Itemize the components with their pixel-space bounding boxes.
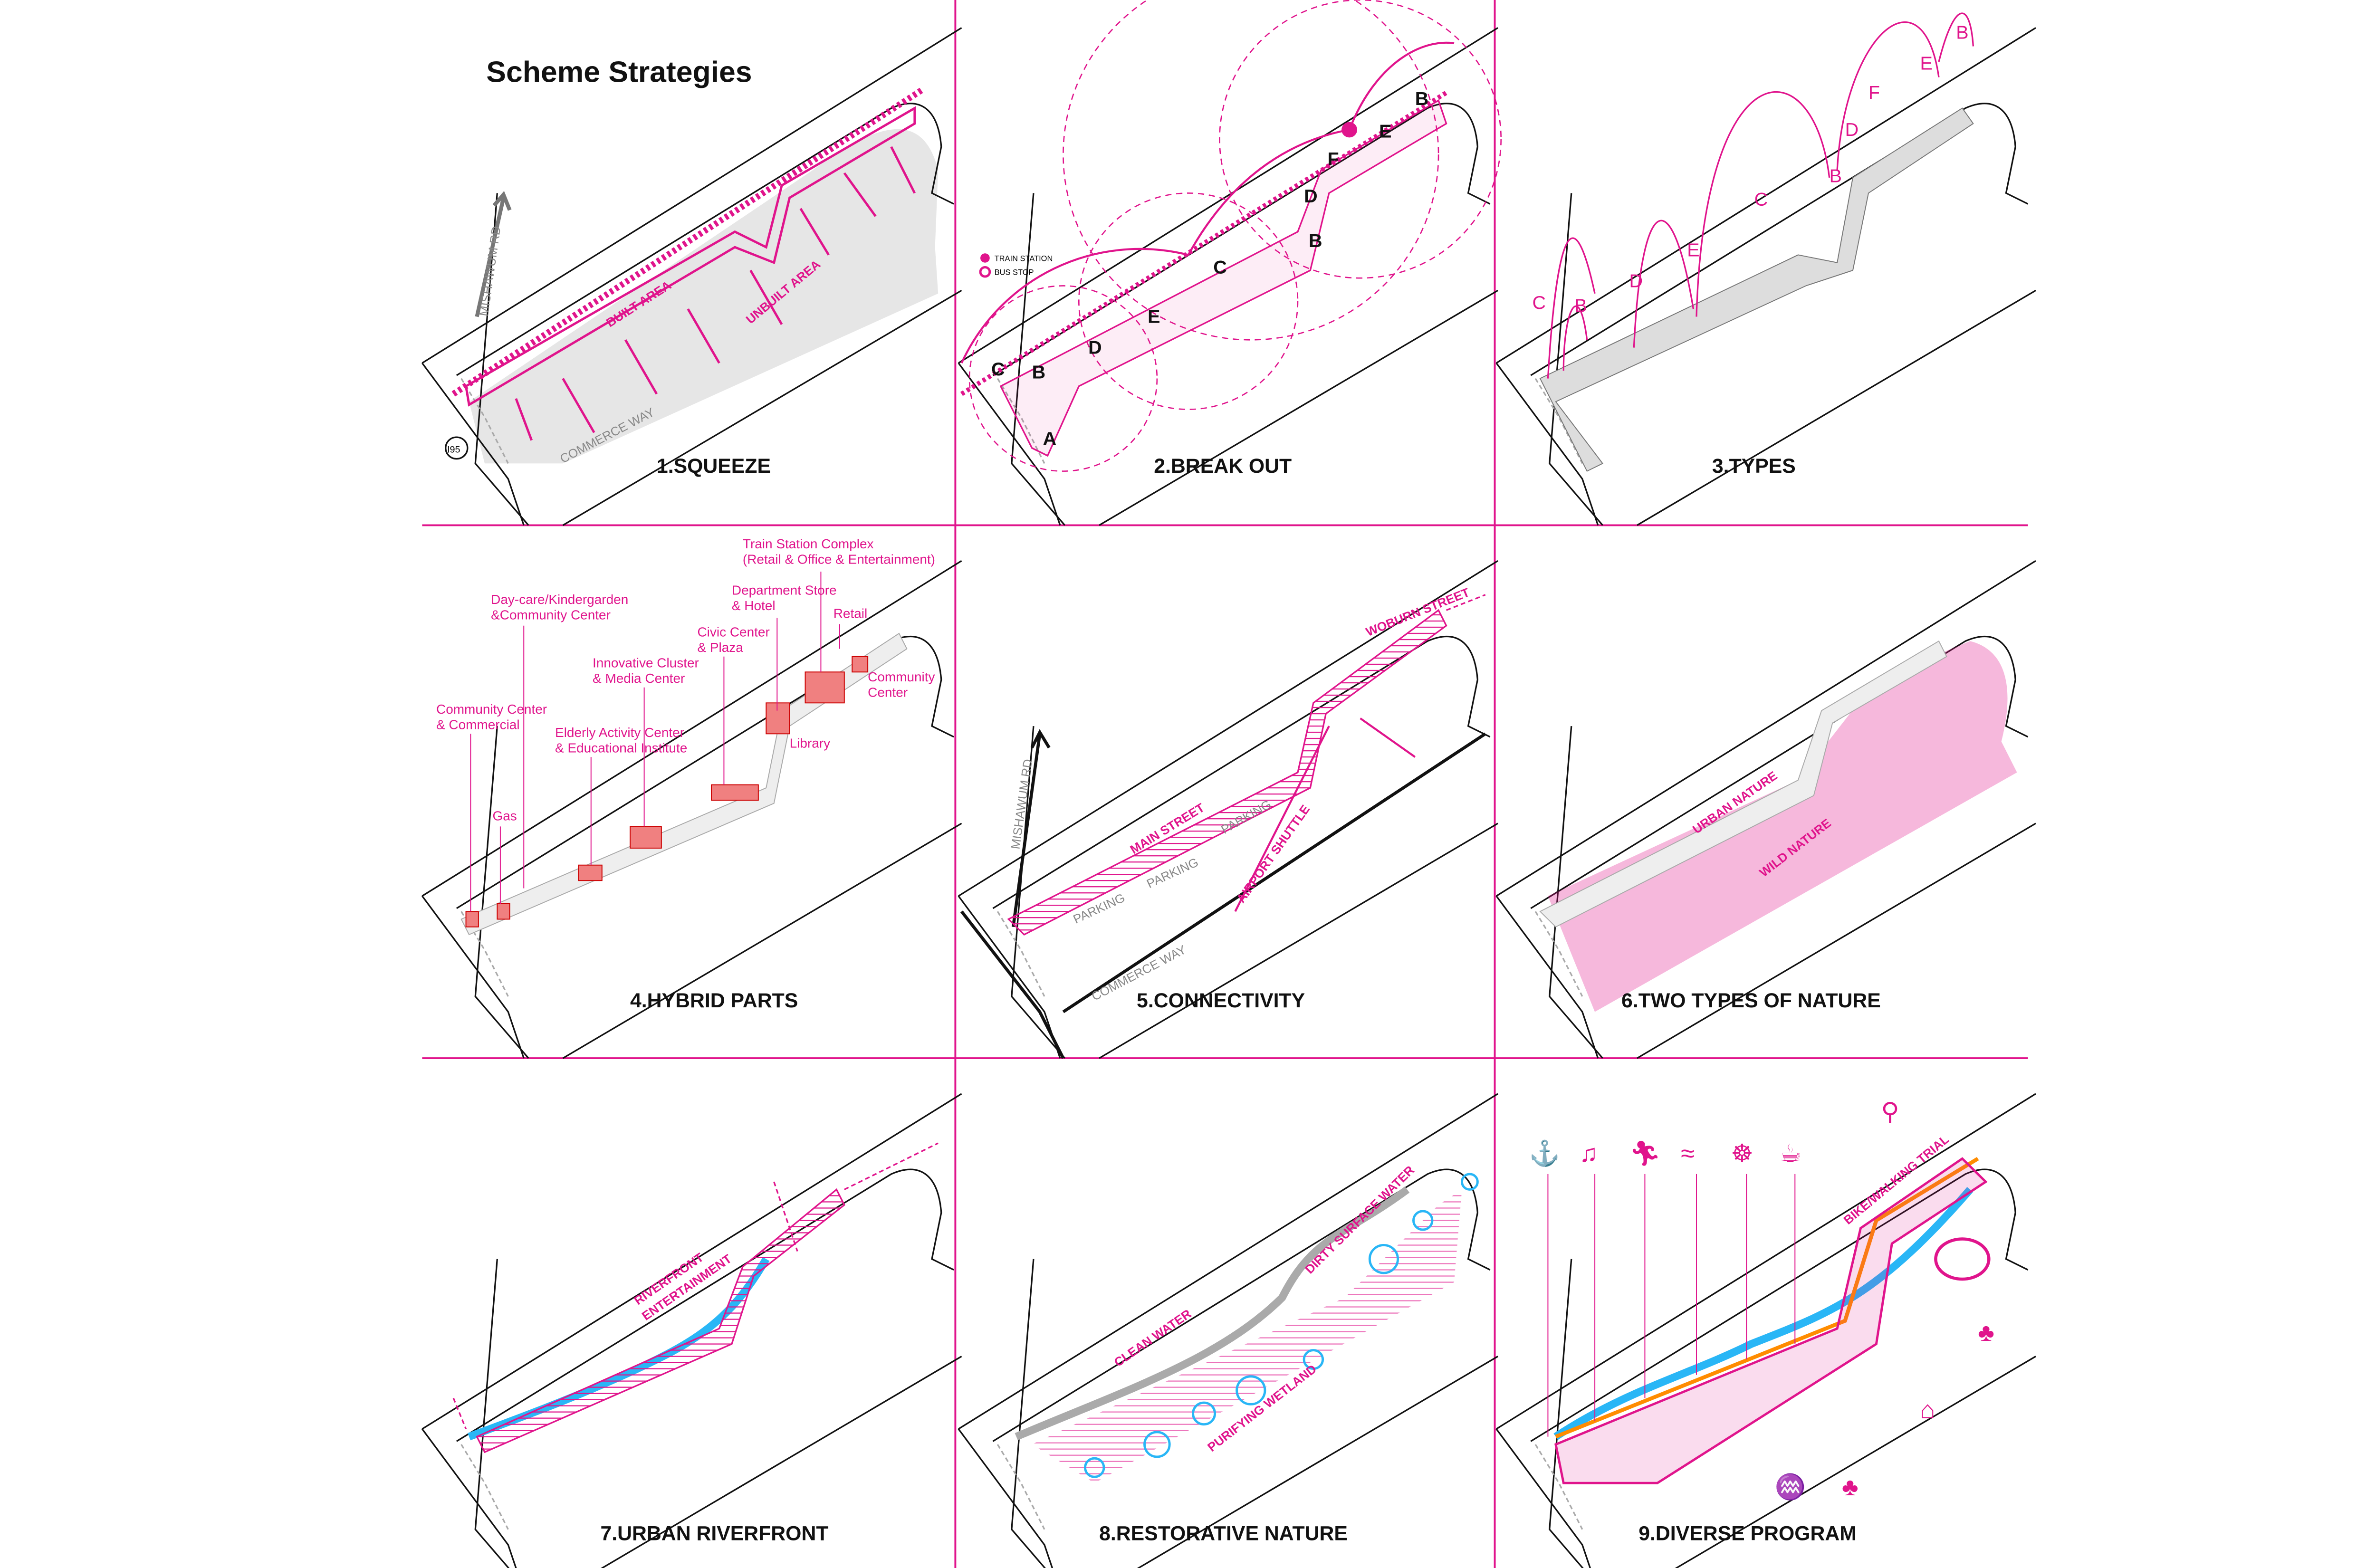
trees-icon: ♣ [1842, 1473, 1859, 1501]
program-label: Elderly Activity Center [555, 725, 684, 740]
program-label: Community Center [436, 702, 547, 717]
letter-label: C [991, 359, 1005, 380]
letter-label: C [1213, 257, 1227, 278]
letter-label: E [1379, 121, 1391, 142]
panel-hybrid-parts: Train Station Complex (Retail & Office &… [421, 536, 963, 1059]
type-letter: D [1845, 119, 1859, 140]
program-label: Community [868, 669, 935, 684]
coffee-icon: ☕︎ [1779, 1140, 1801, 1167]
letter-label: D [1304, 186, 1318, 207]
bicycle-icon: ⚲ [1881, 1098, 1899, 1126]
type-letter: B [1956, 22, 1968, 43]
letter-label: F [1327, 149, 1339, 170]
trees-icon: ♣ [1978, 1319, 1994, 1347]
train-station-legend-icon [980, 253, 990, 263]
guitar-icon: ♫ [1579, 1140, 1598, 1167]
type-letter: B [1574, 296, 1587, 316]
program-label: & Hotel [732, 598, 776, 613]
panel-urban-riverfront: RIVERFRONT ENTERTAINMENT 7.URBAN RIVERFR… [421, 1093, 963, 1568]
mishawum-rd-label: MISHAWUM RD [477, 225, 504, 317]
letter-label: E [1148, 306, 1160, 327]
type-letter: B [1830, 166, 1842, 187]
type-letter: E [1687, 240, 1699, 261]
letter-label: A [1043, 429, 1057, 449]
panel-caption: 5.CONNECTIVITY [1137, 990, 1305, 1012]
program-label: Gas [492, 809, 517, 823]
panel-caption: 1.SQUEEZE [657, 455, 771, 478]
leader-lines [470, 571, 840, 912]
type-letter: F [1868, 82, 1880, 103]
bus-stop-legend: BUS STOP [995, 268, 1034, 277]
program-label: Innovative Cluster [593, 656, 699, 670]
wetland-ponds [1084, 1173, 1479, 1478]
panel-caption: 8.RESTORATIVE NATURE [1099, 1523, 1348, 1545]
letter-label: D [1088, 337, 1102, 358]
panel-two-types-of-nature: URBAN NATURE WILD NATURE 6.TWO TYPES OF … [1495, 560, 2037, 1059]
letter-label: B [1309, 230, 1322, 251]
grid-dividers [422, 0, 2028, 1568]
meditation-icon: ☸ [1731, 1140, 1753, 1167]
panel-caption: 3.TYPES [1712, 455, 1796, 478]
program-icons: ⚓ ♫ 🏃︎ ≈ ☸ ☕︎ ⚲ ♣ ⌂ ♒ ♣ [1529, 1098, 1994, 1501]
letter-label: B [1032, 362, 1046, 383]
panel-caption: 7.URBAN RIVERFRONT [600, 1523, 828, 1545]
train-station-legend: TRAIN STATION [995, 255, 1053, 263]
train-station-marker [1341, 122, 1357, 138]
program-leaders [1547, 1174, 1796, 1437]
program-label: Center [868, 685, 908, 699]
program-label: Retail [834, 606, 868, 621]
bus-stop-legend-icon [979, 266, 991, 278]
type-letter: C [1754, 189, 1768, 210]
panel-caption: 6.TWO TYPES OF NATURE [1621, 990, 1881, 1012]
i95-label: I95 [447, 445, 460, 455]
program-label: (Retail & Office & Entertainment) [743, 552, 935, 567]
page-title: Scheme Strategies [486, 56, 752, 89]
panel-connectivity: WOBURN STREET MAIN STREET PARKING PARKIN… [958, 560, 1499, 1059]
panel-caption: 9.DIVERSE PROGRAM [1638, 1523, 1857, 1545]
swimming-icon: ≈ [1681, 1140, 1695, 1167]
running-icon: 🏃︎ [1629, 1140, 1661, 1167]
letter-label: B [1415, 88, 1429, 109]
type-letter: D [1629, 271, 1643, 292]
program-label: & Plaza [697, 640, 743, 655]
program-label: & Commercial [436, 717, 520, 732]
program-label: &Community Center [491, 608, 611, 622]
panel-caption: 4.HYBRID PARTS [630, 990, 798, 1012]
panel-squeeze: MISHAWUM RD BUILT AREA UNBUILT AREA COMM… [421, 27, 963, 526]
program-label: & Media Center [593, 671, 685, 686]
panel-restorative-nature: CLEAN WATER DIRTY SURFACE WATER PURIFYIN… [958, 1093, 1499, 1568]
program-label: Train Station Complex [743, 536, 874, 551]
program-blocks [465, 656, 869, 927]
program-label: Library [790, 736, 831, 751]
program-label: & Educational Institute [555, 740, 687, 755]
clean-water-label: CLEAN WATER [1111, 1306, 1194, 1369]
panel-caption: 2.BREAK OUT [1154, 455, 1292, 478]
type-letter: E [1920, 53, 1933, 74]
program-label: Civic Center [697, 625, 769, 640]
panel-diverse-program: ⚓ ♫ 🏃︎ ≈ ☸ ☕︎ ⚲ ♣ ⌂ ♒ ♣ BIKE/WALKING TRI… [1495, 1093, 2037, 1568]
fishing-icon: ⚓ [1529, 1139, 1561, 1167]
picnic-icon: ⌂ [1920, 1396, 1935, 1424]
wetland-icon: ♒ [1775, 1472, 1806, 1501]
panel-types: C B D E C B D F E B 3.TYPES [1495, 12, 2037, 526]
type-letter: C [1533, 292, 1546, 313]
panel-break-out: TRAIN STATION BUS STOP A B C D E C B D F… [958, 0, 1502, 526]
i95-shield-icon [445, 436, 469, 460]
squeeze-arrows [515, 146, 916, 441]
program-label: Department Store [732, 583, 837, 598]
program-label: Day-care/Kindergarden [491, 592, 628, 607]
